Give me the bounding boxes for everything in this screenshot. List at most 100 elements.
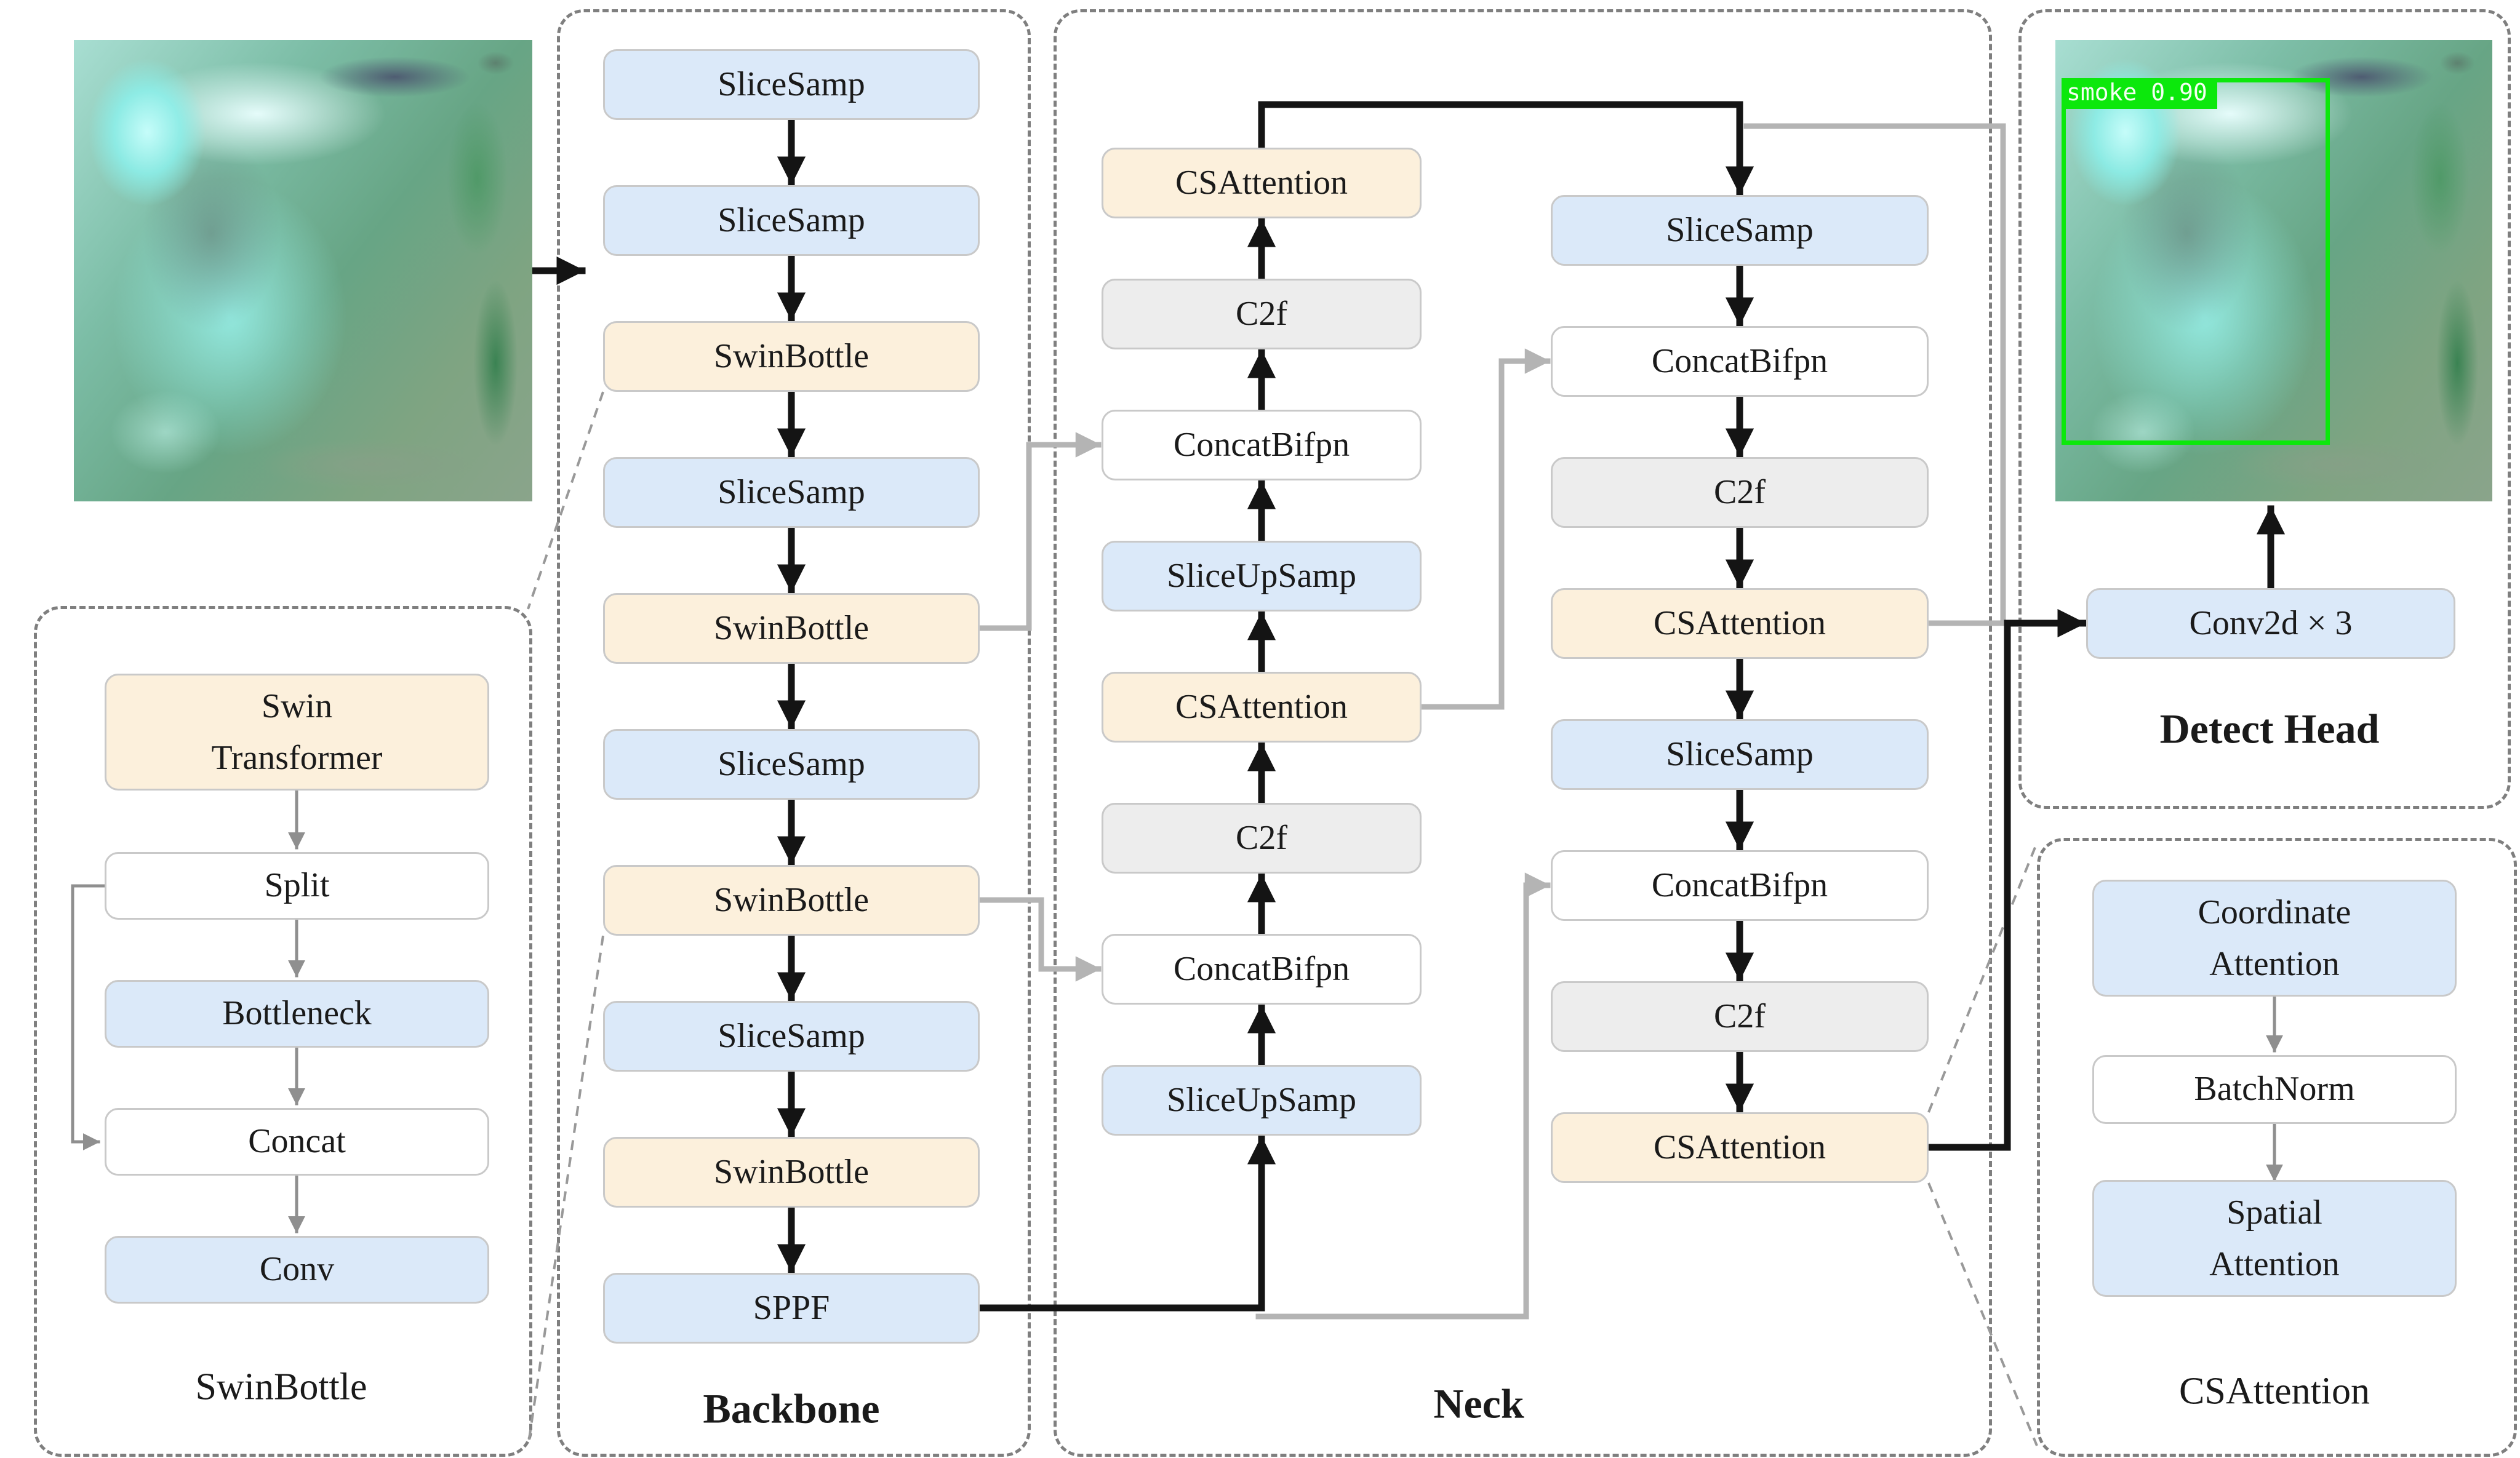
indicator-swinbottle-top xyxy=(527,391,604,610)
neck-left-c2f-1: C2f xyxy=(1102,279,1422,349)
node-label: SliceSamp xyxy=(718,65,865,103)
detect-head-container xyxy=(2018,9,2511,809)
output-detection-image: smoke 0.90 xyxy=(2055,40,2492,501)
node-label: CSAttention xyxy=(1175,687,1348,726)
neck-left-concatbifpn-2: ConcatBifpn xyxy=(1102,934,1422,1005)
node-label: Split xyxy=(264,866,330,905)
node-label: SliceUpSamp xyxy=(1167,556,1356,595)
node-label: Spatial Attention xyxy=(2209,1193,2340,1283)
neck-right-csattention-2: CSAttention xyxy=(1551,1112,1929,1183)
swinbottle-detail-conv: Conv xyxy=(105,1236,489,1304)
skip-swinbottle-p4 xyxy=(977,897,1102,982)
node-label: Conv xyxy=(259,1250,335,1289)
node-label: CSAttention xyxy=(1175,163,1348,202)
node-label: SliceSamp xyxy=(718,744,865,783)
detail-arrows xyxy=(71,789,2283,1233)
node-label: SliceSamp xyxy=(718,201,865,239)
csattention-detail-coordatt: Coordinate Attention xyxy=(2092,880,2457,997)
backbone-node-swinbottle-1: SwinBottle xyxy=(603,321,980,392)
swinbottle-detail-label: SwinBottle xyxy=(195,1366,367,1408)
node-label: ConcatBifpn xyxy=(1173,949,1350,988)
neck-right-c2f-1: C2f xyxy=(1551,457,1929,528)
csattention-detail-container xyxy=(2037,838,2517,1457)
neck-left-csattention-1: CSAttention xyxy=(1102,148,1422,218)
csattention-detail-batchnorm: BatchNorm xyxy=(2092,1055,2457,1124)
node-label: BatchNorm xyxy=(2194,1070,2355,1109)
node-label: SwinBottle xyxy=(713,1152,870,1191)
node-label: SliceSamp xyxy=(1666,210,1814,249)
arrow-sppf-to-sliceupsamp xyxy=(976,1135,1276,1312)
node-label: SliceSamp xyxy=(718,472,865,511)
neck-right-concatbifpn-1: ConcatBifpn xyxy=(1551,326,1929,397)
swinbottle-detail-concat: Concat xyxy=(105,1108,489,1176)
node-label: Bottleneck xyxy=(222,994,372,1033)
backbone-node-slicesamp-5: SliceSamp xyxy=(603,1001,980,1072)
arrow-topdown-to-bottomup xyxy=(1258,101,1754,196)
backbone-node-slicesamp-2: SliceSamp xyxy=(603,185,980,256)
node-label: ConcatBifpn xyxy=(1651,341,1828,380)
backbone-node-slicesamp-4: SliceSamp xyxy=(603,729,980,800)
neck-left-c2f-2: C2f xyxy=(1102,803,1422,874)
skip-swinbottle-p3 xyxy=(977,432,1102,631)
zoom-indicator-lines xyxy=(527,391,2038,1448)
backbone-node-swinbottle-3: SwinBottle xyxy=(603,865,980,936)
node-label: C2f xyxy=(1236,294,1287,333)
node-label: Concat xyxy=(248,1122,346,1161)
neck-right-csattention-1: CSAttention xyxy=(1551,588,1929,659)
swinbottle-detail-container xyxy=(34,606,532,1457)
neck-container xyxy=(1054,9,1992,1457)
backbone-container xyxy=(557,9,1031,1457)
csattention-detail-label: CSAttention xyxy=(2178,1370,2370,1412)
arrow-p5-riser xyxy=(1925,619,2011,1151)
node-label: ConcatBifpn xyxy=(1651,866,1828,904)
node-label: SPPF xyxy=(753,1288,830,1327)
node-label: Swin Transformer xyxy=(211,687,383,777)
node-label: SliceSamp xyxy=(1666,735,1814,773)
swinbottle-detail-bottleneck: Bottleneck xyxy=(105,980,489,1048)
neck-label: Neck xyxy=(1433,1380,1524,1427)
node-label: SliceSamp xyxy=(718,1016,865,1055)
detection-bounding-box: smoke 0.90 xyxy=(2062,78,2330,445)
node-label: C2f xyxy=(1236,818,1287,857)
neck-right-c2f-2: C2f xyxy=(1551,981,1929,1052)
csattention-detail-spatialatt: Spatial Attention xyxy=(2092,1180,2457,1297)
node-label: SwinBottle xyxy=(713,337,870,375)
backbone-label: Backbone xyxy=(703,1385,880,1432)
detect-head-conv2d-node: Conv2d × 3 xyxy=(2086,588,2455,659)
neck-left-csattention-2: CSAttention xyxy=(1102,672,1422,743)
neck-right-slicesamp-1: SliceSamp xyxy=(1551,195,1929,266)
indicator-csattention-bottom xyxy=(1927,1182,2038,1446)
main-flow-arrows xyxy=(530,101,2286,1312)
indicator-swinbottle-bottom xyxy=(527,935,604,1448)
neck-left-sliceupsamp-1: SliceUpSamp xyxy=(1102,541,1422,611)
backbone-node-swinbottle-4: SwinBottle xyxy=(603,1137,980,1208)
backbone-node-slicesamp-3: SliceSamp xyxy=(603,457,980,528)
node-label: CSAttention xyxy=(1653,604,1826,642)
swinbottle-detail-swintransformer: Swin Transformer xyxy=(105,674,489,791)
indicator-csattention-top xyxy=(1927,842,2038,1113)
skip-csattention-to-concatbifpn xyxy=(1418,348,1551,710)
neck-right-slicesamp-2: SliceSamp xyxy=(1551,719,1929,790)
node-label: C2f xyxy=(1714,472,1766,511)
skip-p3-to-head xyxy=(1743,123,2006,626)
node-label: SwinBottle xyxy=(713,608,870,647)
detect-head-label: Detect Head xyxy=(2159,705,2380,752)
input-satellite-image xyxy=(74,40,532,501)
neck-right-concatbifpn-2: ConcatBifpn xyxy=(1551,850,1929,921)
node-label: SwinBottle xyxy=(713,880,870,919)
backbone-node-sppf: SPPF xyxy=(603,1273,980,1344)
neck-left-sliceupsamp-2: SliceUpSamp xyxy=(1102,1065,1422,1136)
node-label: Coordinate Attention xyxy=(2198,893,2351,983)
neck-left-concatbifpn-1: ConcatBifpn xyxy=(1102,410,1422,480)
node-label: Conv2d × 3 xyxy=(2189,604,2353,642)
node-label: ConcatBifpn xyxy=(1173,425,1350,464)
node-label: CSAttention xyxy=(1653,1128,1826,1166)
swinbottle-detail-split: Split xyxy=(105,852,489,920)
backbone-node-slicesamp-1: SliceSamp xyxy=(603,49,980,120)
backbone-node-swinbottle-2: SwinBottle xyxy=(603,593,980,664)
skip-connectors xyxy=(977,123,2010,1320)
node-label: C2f xyxy=(1714,997,1766,1035)
skip-sppf-to-concatbifpn xyxy=(1255,872,1551,1320)
